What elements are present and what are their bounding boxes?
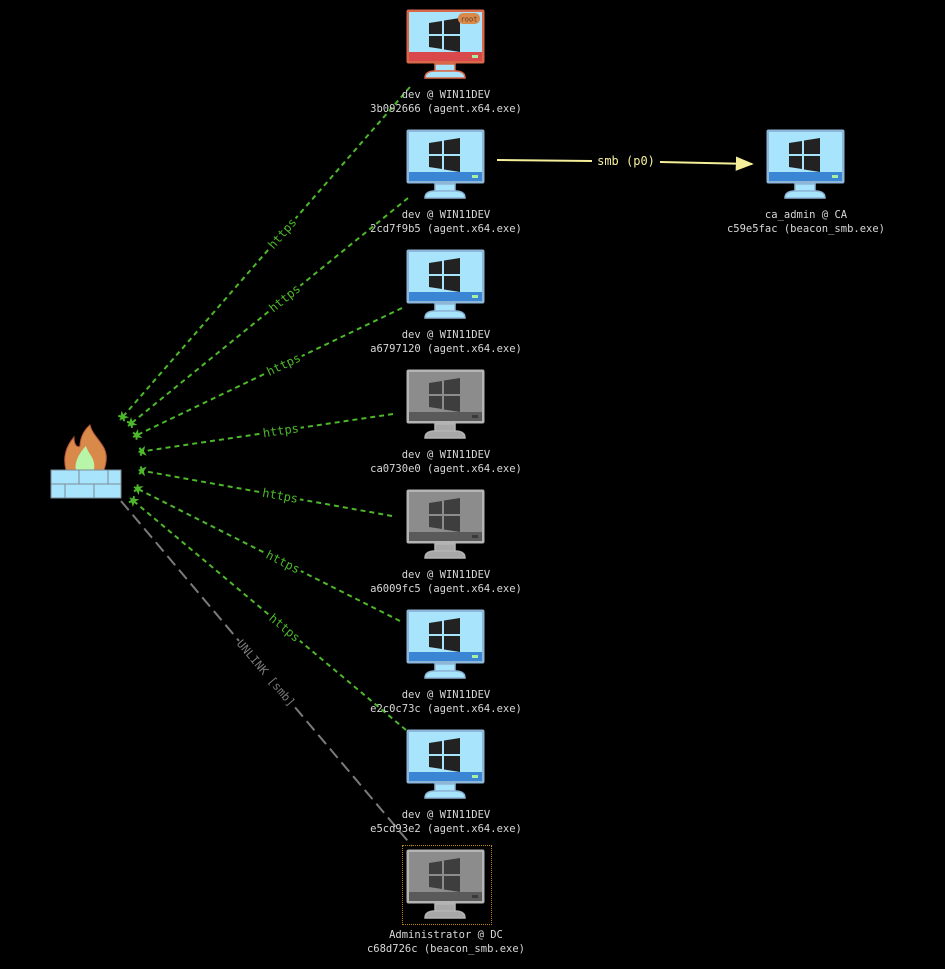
session-id-process: e2c0c73c (agent.x64.exe): [370, 703, 522, 715]
session-id-process: c68d726c (beacon_smb.exe): [366, 943, 526, 955]
session-label: dev @ WIN11DEV 3b092666 (agent.x64.exe): [336, 88, 556, 116]
arrowhead-icon: [138, 466, 147, 477]
windows-monitor-icon: [406, 369, 485, 439]
edge-line: [129, 497, 407, 731]
arrowhead-icon: [118, 410, 130, 422]
windows-monitor-icon: [406, 249, 485, 319]
session-id-process: ca0730e0 (agent.x64.exe): [370, 463, 522, 475]
session-node[interactable]: [405, 368, 489, 442]
session-id-process: e5cd93e2 (agent.x64.exe): [370, 823, 522, 835]
edge-line: [127, 197, 409, 427]
windows-monitor-icon: [766, 129, 845, 199]
session-node[interactable]: [765, 128, 849, 202]
session-user-host: dev @ WIN11DEV: [401, 209, 491, 221]
session-user-host: dev @ WIN11DEV: [401, 569, 491, 581]
session-label: ca_admin @ CA c59e5fac (beacon_smb.exe): [696, 208, 916, 236]
windows-monitor-icon: root: [406, 9, 485, 79]
edge-label: https: [261, 486, 299, 506]
session-node[interactable]: root: [405, 8, 489, 82]
windows-monitor-icon: [406, 129, 485, 199]
windows-monitor-icon: [406, 609, 485, 679]
session-user-host: dev @ WIN11DEV: [401, 89, 491, 101]
edge-label: https: [264, 351, 303, 379]
edge-label: https: [262, 421, 300, 440]
arrowhead-icon: [126, 417, 138, 429]
arrowhead-icon: [132, 429, 143, 440]
session-label: dev @ WIN11DEV e2c0c73c (agent.x64.exe): [336, 688, 556, 716]
arrowhead-icon: [138, 445, 147, 456]
edge-smb[interactable]: smb (p0): [496, 154, 754, 171]
session-user-host: dev @ WIN11DEV: [401, 689, 491, 701]
edge-https[interactable]: https: [137, 465, 393, 517]
arrowhead-icon: [128, 495, 140, 507]
edge-label: https: [264, 548, 303, 577]
windows-monitor-icon: [406, 729, 485, 799]
edge-https[interactable]: https: [116, 86, 411, 423]
edge-label: https: [265, 215, 299, 251]
session-user-host: ca_admin @ CA: [764, 209, 848, 221]
session-node[interactable]: [405, 728, 489, 802]
session-id-process: a6009fc5 (agent.x64.exe): [370, 583, 522, 595]
session-id-process: a6797120 (agent.x64.exe): [370, 343, 522, 355]
edge-line: [119, 86, 411, 421]
session-node[interactable]: [405, 248, 489, 322]
svg-text:root: root: [461, 16, 478, 24]
firewall-icon: [50, 469, 122, 499]
session-node[interactable]: [405, 488, 489, 562]
edge-label: https: [266, 611, 303, 645]
session-node[interactable]: [402, 845, 492, 925]
edge-label: smb (p0): [597, 154, 655, 168]
arrowhead-icon: [133, 484, 144, 496]
session-user-host: dev @ WIN11DEV: [401, 449, 491, 461]
session-id-process: 2cd7f9b5 (agent.x64.exe): [370, 223, 522, 235]
edge-line: [132, 307, 403, 438]
windows-monitor-icon: [406, 849, 485, 919]
edge-line: [659, 156, 754, 171]
edge-https[interactable]: https: [132, 483, 401, 622]
session-node[interactable]: [405, 128, 489, 202]
root-badge: [458, 13, 480, 24]
session-user-host: dev @ WIN11DEV: [401, 329, 491, 341]
session-user-host: Administrator @ DC: [389, 929, 503, 941]
session-id-process: 3b092666 (agent.x64.exe): [370, 103, 522, 115]
edge-https[interactable]: https: [137, 413, 394, 457]
edge-line: [496, 159, 593, 162]
edge-label: UNLINK [smb]: [234, 637, 298, 710]
session-user-host: dev @ WIN11DEV: [401, 809, 491, 821]
windows-monitor-icon: [406, 489, 485, 559]
session-id-process: c59e5fac (beacon_smb.exe): [726, 223, 886, 235]
edge-label: https: [266, 281, 303, 315]
session-label: dev @ WIN11DEV e5cd93e2 (agent.x64.exe): [336, 808, 556, 836]
session-node[interactable]: [405, 608, 489, 682]
session-label: dev @ WIN11DEV 2cd7f9b5 (agent.x64.exe): [336, 208, 556, 236]
session-label: dev @ WIN11DEV ca0730e0 (agent.x64.exe): [336, 448, 556, 476]
session-label: Administrator @ DC c68d726c (beacon_smb.e…: [336, 928, 556, 956]
listener-node[interactable]: [50, 424, 122, 499]
session-label: dev @ WIN11DEV a6797120 (agent.x64.exe): [336, 328, 556, 356]
flame-inner-icon: [75, 446, 95, 470]
session-label: dev @ WIN11DEV a6009fc5 (agent.x64.exe): [336, 568, 556, 596]
